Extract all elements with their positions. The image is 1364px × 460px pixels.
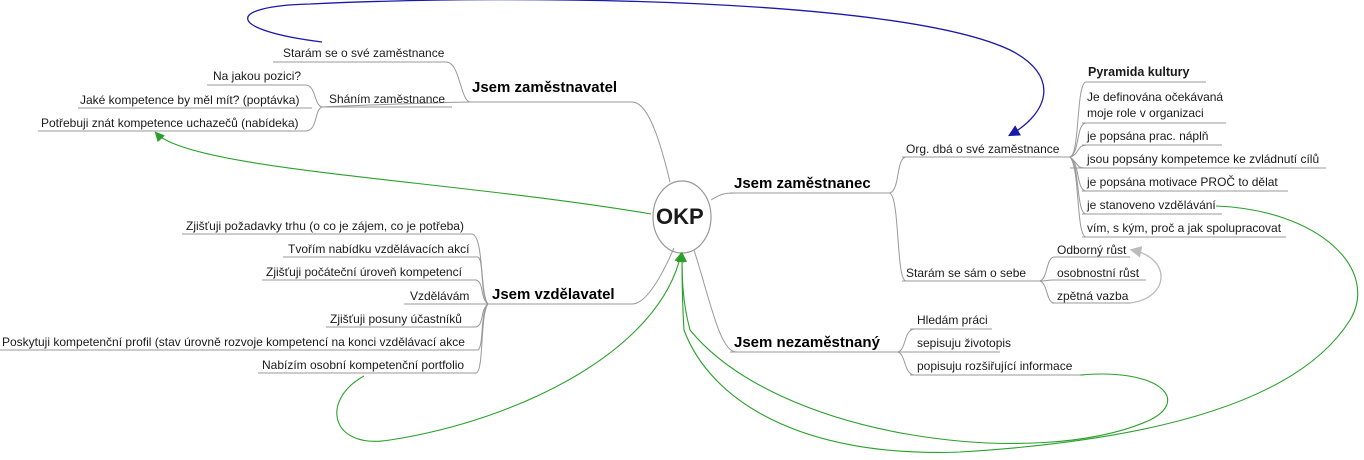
- branch-employee-title[interactable]: Jsem zaměstnanec: [734, 175, 871, 192]
- gray-relation-arrow: [1129, 246, 1162, 304]
- self-care-item-2[interactable]: zpětná vazba: [1057, 289, 1129, 303]
- pyramid-item-4[interactable]: je stanoveno vzdělávání: [1087, 198, 1216, 212]
- pyramid-title[interactable]: Pyramida kultury: [1088, 65, 1190, 79]
- blue-relation-arrow: [247, 0, 1045, 137]
- green-relation-arrow-employee: [677, 205, 1359, 453]
- branch-unemployed-title[interactable]: Jsem nezaměstnaný: [734, 334, 880, 351]
- pyramid-item-5[interactable]: vím, s kým, proč a jak spolupracovat: [1087, 221, 1282, 235]
- pyramid-item-0-line-0[interactable]: Je definována očekávaná: [1087, 90, 1224, 104]
- employer-hiring-item-2[interactable]: Potřebuji znát kompetence uchazečů (nabí…: [41, 116, 299, 130]
- branch-educator-title[interactable]: Jsem vzdělavatel: [492, 286, 615, 303]
- educator-item-0[interactable]: Zjišťuji požadavky trhu (o co je zájem, …: [186, 219, 464, 233]
- employer-hiring-item-1[interactable]: Jaké kompetence by měl mít? (poptávka): [80, 93, 300, 107]
- green-relation-arrow-educator: [336, 252, 685, 442]
- self-care-item-0[interactable]: Odborný růst: [1057, 243, 1127, 257]
- green-relation-arrow-employer: [154, 131, 652, 215]
- unemployed-item-0[interactable]: Hledám práci: [917, 313, 988, 327]
- pyramid-item-2[interactable]: jsou popsány kompetemce ke zvládnutí cíl…: [1087, 152, 1320, 166]
- employee-org-care-node[interactable]: Org. dbá o své zaměstnance: [906, 142, 1060, 156]
- green-relation-arrow-unemployed: [677, 252, 1169, 444]
- pyramid-item-3[interactable]: je popsána motivace PROČ to dělat: [1087, 175, 1278, 189]
- educator-item-3[interactable]: Vzdělávám: [410, 289, 470, 303]
- educator-item-6[interactable]: Nabízím osobní kompetenční portfolio: [262, 358, 465, 372]
- educator-item-5[interactable]: Poskytuji kompetenční profil (stav úrovn…: [2, 335, 465, 349]
- employer-hiring-node[interactable]: Sháním zaměstnance: [329, 92, 446, 106]
- self-care-item-1[interactable]: osobnostní růst: [1057, 266, 1140, 280]
- branch-employer-title[interactable]: Jsem zaměstnavatel: [472, 79, 618, 96]
- unemployed-item-2[interactable]: popisuju rozšiřující informace: [917, 359, 1073, 373]
- educator-item-1[interactable]: Tvořím nabídku vzdělávacích akcí: [288, 242, 470, 256]
- educator-item-2[interactable]: Zjišťuji počáteční úroveň kompetencí: [266, 265, 462, 279]
- employer-care-node[interactable]: Starám se o své zaměstnance: [283, 46, 445, 60]
- employee-self-care-node[interactable]: Starám se sám o sebe: [906, 266, 1027, 280]
- pyramid-item-1[interactable]: je popsána prac. náplň: [1087, 129, 1209, 143]
- unemployed-item-1[interactable]: sepisuju životopis: [917, 336, 1012, 350]
- center-node-label[interactable]: OKP: [656, 204, 704, 229]
- educator-item-4[interactable]: Zjišťuji posuny účastníků: [330, 312, 462, 326]
- pyramid-item-0-line-1[interactable]: moje role v organizaci: [1087, 106, 1204, 120]
- tree-lines: [0, 61, 1326, 376]
- employer-hiring-item-0[interactable]: Na jakou pozici?: [213, 69, 302, 83]
